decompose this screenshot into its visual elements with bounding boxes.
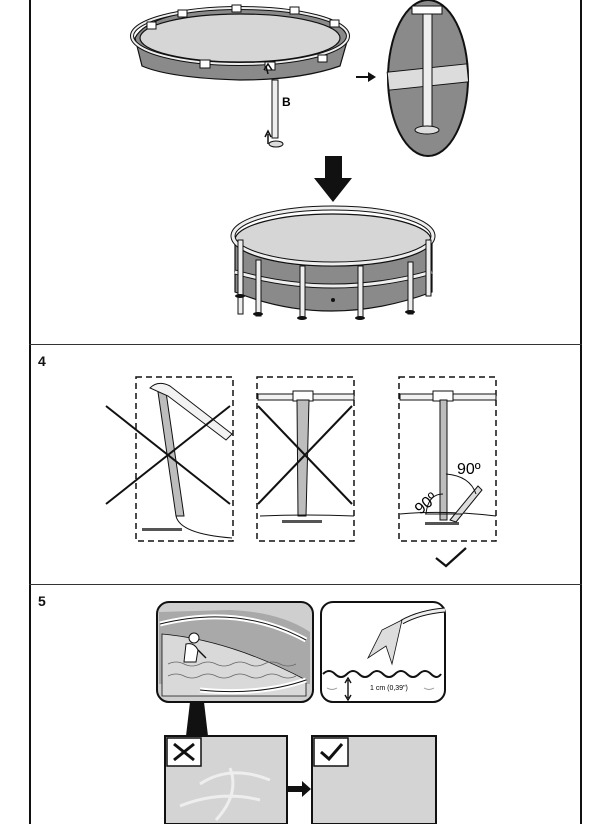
step3-illustration: B	[130, 0, 470, 320]
frame-joint	[146, 21, 157, 30]
checkmark-icon	[435, 547, 467, 568]
water-spray-icon	[366, 619, 403, 666]
pool-partial-frame	[130, 4, 350, 81]
liner-wrinkled-panel	[164, 735, 288, 824]
leg-check-correct	[398, 376, 497, 542]
leg-b-assembly	[263, 62, 284, 148]
frame-joint	[289, 6, 300, 15]
pool-complete	[230, 205, 436, 320]
page-frame	[29, 0, 582, 824]
leg-cap	[268, 140, 284, 148]
frame-joint	[329, 19, 340, 28]
cross-mark-icon	[173, 742, 195, 762]
arrow-right-icon	[288, 781, 311, 797]
section-divider-1	[29, 344, 582, 345]
angle-label-right: 90º	[457, 461, 481, 478]
up-arrow-icon	[264, 129, 272, 144]
zoom-detail	[386, 0, 470, 157]
up-arrow-icon	[263, 62, 273, 75]
frame-joint	[199, 59, 211, 69]
frame-joint	[317, 54, 328, 63]
depth-label: 1 cm (0,39")	[370, 685, 408, 692]
part-label-b: B	[282, 95, 291, 109]
step5-illustration: 1 cm (0,39")	[156, 601, 446, 824]
arrow-right-icon	[356, 72, 376, 82]
frame-joint	[177, 9, 188, 18]
hose-fill-panel	[320, 601, 446, 703]
section-divider-2	[29, 584, 582, 585]
person-icon	[188, 632, 200, 644]
depth-arrow-icon	[344, 676, 352, 702]
step4-illustration: 90º 90º	[105, 376, 497, 568]
checkmark-icon	[320, 743, 344, 762]
leg-check-wrong-2	[256, 376, 355, 542]
vertical-leg	[271, 79, 279, 139]
pool-interior-panel	[156, 601, 314, 703]
pointer-wedge	[186, 702, 208, 736]
arrow-down-icon	[314, 156, 352, 202]
liner-smooth-panel	[311, 735, 437, 824]
leg-check-wrong-1	[105, 376, 234, 542]
step-number: 4	[38, 353, 46, 369]
frame-joint	[231, 4, 242, 13]
step-number: 5	[38, 593, 46, 609]
